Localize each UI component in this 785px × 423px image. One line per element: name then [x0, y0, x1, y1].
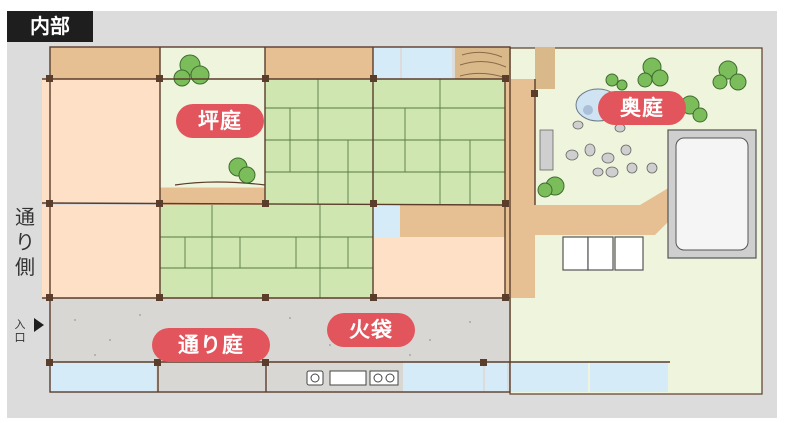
bottom-window-4 [590, 362, 668, 392]
label-toriniwa: 通り庭 [152, 328, 270, 362]
bottom-window-1 [403, 362, 483, 392]
stepping-stones [565, 120, 658, 178]
side-label: 通り側 [15, 205, 35, 279]
room-front-lower [42, 205, 160, 298]
tatami-room-middle [268, 205, 373, 298]
top-window-1 [373, 47, 400, 79]
entrance-arrow [34, 318, 44, 332]
stone-lantern-base [539, 129, 554, 171]
label-tsuboniwa: 坪庭 [176, 104, 264, 138]
washroom [562, 236, 589, 271]
kitchen-stove [306, 370, 399, 386]
entrance-label: 入口 [14, 318, 26, 344]
tatami-room-middle-left [160, 205, 268, 298]
earth-floor-lower [158, 362, 266, 392]
earth-floor [50, 298, 510, 362]
room-back-lower [373, 237, 505, 298]
engawa-strip [160, 188, 265, 206]
tatami-room-center [265, 79, 373, 205]
posts [46, 75, 538, 366]
inner-window [373, 205, 400, 237]
toilet-2 [614, 236, 644, 271]
label-hibukuro: 火袋 [327, 313, 415, 347]
top-wood-strip-left [50, 47, 160, 79]
walls [41, 46, 670, 393]
back-wood-strip [400, 205, 505, 237]
top-wood-strip-mid [265, 47, 373, 79]
label-okuniwa: 奥庭 [598, 91, 686, 125]
storehouse-inner [675, 137, 749, 251]
front-window [50, 362, 156, 392]
top-window-2 [402, 47, 452, 79]
room-front-upper [42, 79, 160, 203]
toilet [587, 236, 614, 271]
garden-path [535, 175, 705, 235]
tatami-room-back [373, 79, 505, 205]
page-title: 内部 [7, 11, 93, 42]
bottom-window-2 [485, 362, 507, 392]
fence-post-panel [535, 47, 555, 89]
bottom-window-3 [510, 362, 588, 392]
